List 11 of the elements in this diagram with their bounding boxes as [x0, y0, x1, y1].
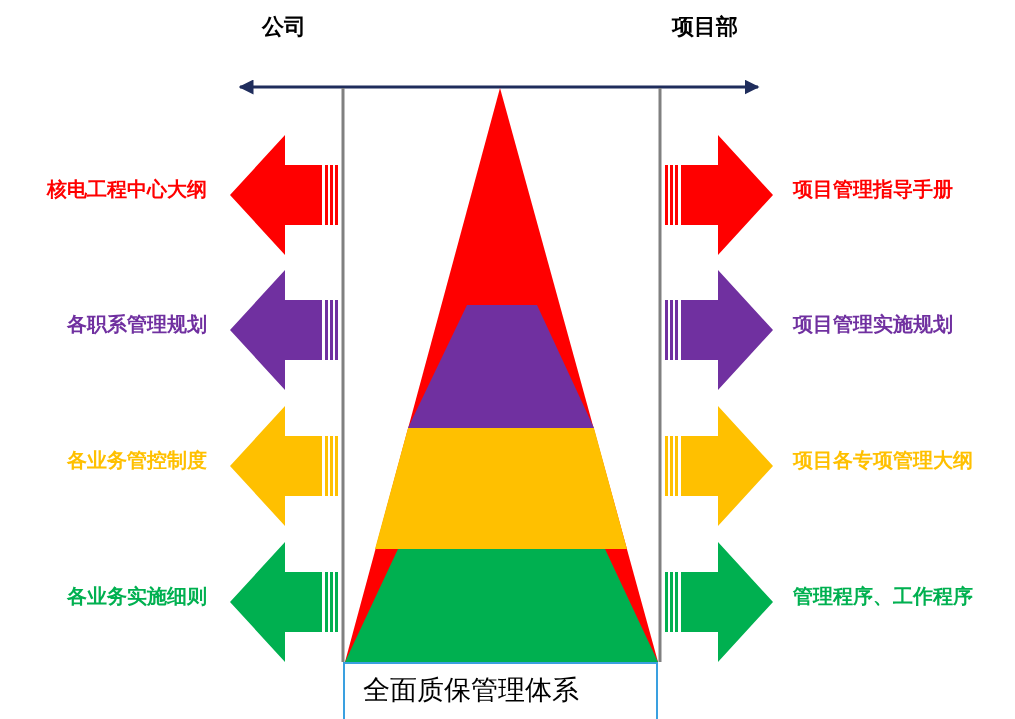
level-label: 项目管理实施规划 [793, 312, 953, 336]
level-label: 各职系管理规划 [67, 312, 207, 336]
level-label: 各业务实施细则 [67, 584, 207, 608]
level-label: 各业务管控制度 [67, 448, 207, 472]
level-label: 核电工程中心大纲 [47, 177, 207, 201]
column-heading: 项目部 [672, 14, 738, 41]
level-label: 项目管理指导手册 [793, 177, 953, 201]
text-box: 全面质保管理体系 [343, 662, 658, 719]
column-heading: 公司 [262, 14, 306, 41]
level-label: 项目各专项管理大纲 [793, 448, 973, 472]
level-label: 管理程序、工作程序 [793, 584, 973, 608]
